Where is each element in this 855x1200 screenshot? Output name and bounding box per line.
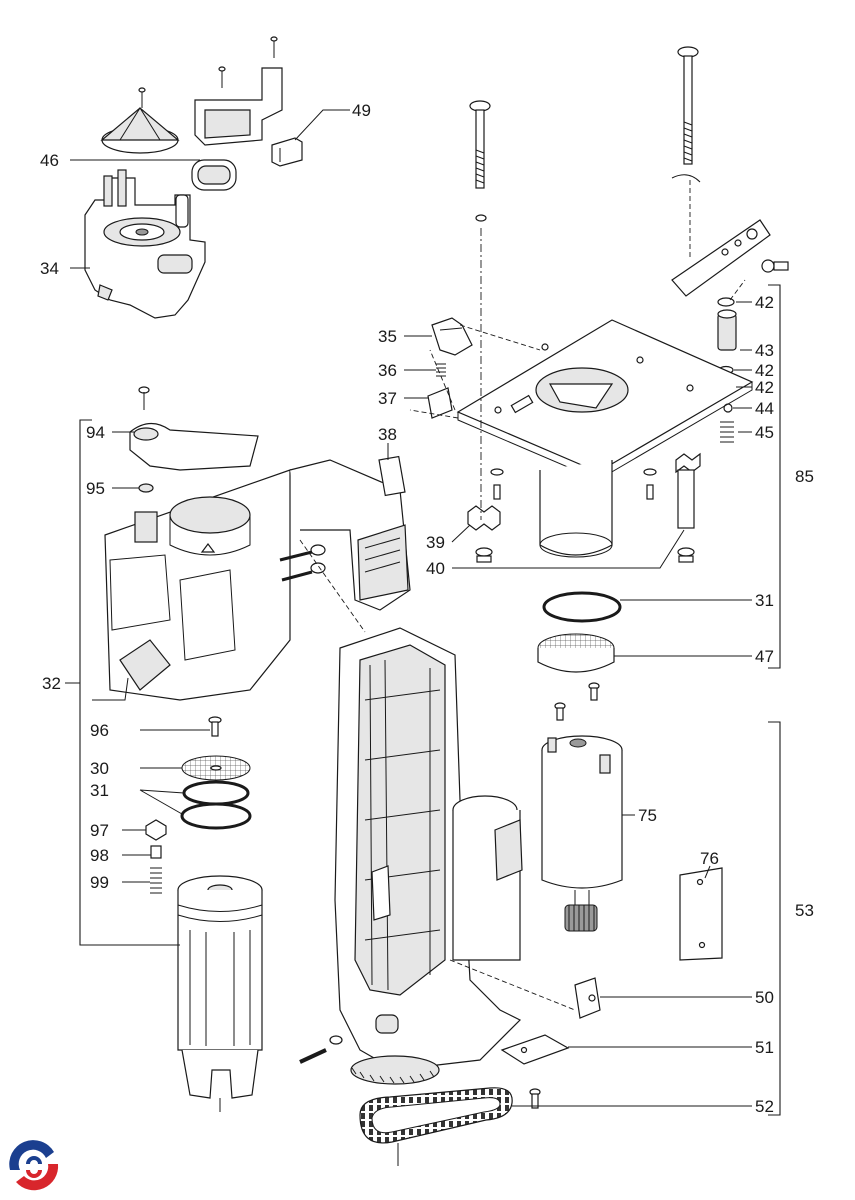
funnel-assembly: [84, 36, 303, 319]
leader-lines: [70, 109, 752, 1107]
callout-38: 38: [378, 425, 397, 444]
callout-46: 46: [40, 151, 59, 170]
callout-32: 32: [42, 674, 61, 693]
bracket-35: [431, 317, 473, 356]
callout-42: 42: [755, 361, 774, 380]
grinder-body: [84, 169, 206, 319]
bracket-32: [65, 419, 180, 946]
circuit-board: [679, 867, 723, 961]
housing-screws: [299, 1035, 343, 1064]
callout-53: 53: [795, 901, 814, 920]
callout-31: 31: [90, 781, 109, 800]
callout-52: 52: [755, 1097, 774, 1116]
mount-plate: [500, 1034, 570, 1109]
small-screw: [761, 259, 789, 273]
drive-motor: [541, 735, 623, 932]
callout-99: 99: [90, 873, 109, 892]
callout-44: 44: [755, 399, 774, 418]
o-ring-right: [542, 591, 622, 623]
callout-50: 50: [755, 988, 774, 1007]
screw: [138, 87, 146, 108]
star-gear-39: [467, 505, 501, 563]
plate-screws: [490, 468, 657, 500]
piston-assembly: [145, 716, 263, 1099]
callout-98: 98: [90, 846, 109, 865]
callout-35: 35: [378, 327, 397, 346]
base-plate-assembly: [456, 319, 754, 558]
sensor: [574, 977, 601, 1019]
callout-42: 42: [755, 378, 774, 397]
callout-96: 96: [90, 721, 109, 740]
callout-37: 37: [378, 389, 397, 408]
long-bolt-left: [469, 100, 491, 222]
frame-screws: [279, 544, 326, 582]
clip-37: [427, 387, 453, 419]
spring-36: [436, 363, 446, 377]
callout-45: 45: [755, 423, 774, 442]
valve-stack: [717, 297, 737, 443]
long-bolt-right: [671, 46, 701, 183]
callout-36: 36: [378, 361, 397, 380]
brew-unit-frame: [104, 386, 411, 701]
callout-94: 94: [86, 423, 105, 442]
center-housing: [299, 627, 576, 1085]
callout-30: 30: [90, 759, 109, 778]
upper-bracket: [194, 36, 283, 146]
swirl-logo-icon: [6, 1138, 62, 1194]
callout-47: 47: [755, 647, 774, 666]
seal-ring: [191, 159, 237, 191]
callout-40: 40: [426, 559, 445, 578]
callout-labels: 49 46 34 42 43 42 42 44 45 85 35 36 37 3…: [40, 101, 814, 1116]
callout-43: 43: [755, 341, 774, 360]
callout-75: 75: [638, 806, 657, 825]
toothed-belt: [359, 1087, 513, 1144]
bracket-85: [768, 284, 781, 669]
callout-31: 31: [755, 591, 774, 610]
clip: [271, 137, 303, 167]
callout-97: 97: [90, 821, 109, 840]
callout-42: 42: [755, 293, 774, 312]
callout-51: 51: [755, 1038, 774, 1057]
callout-76: 76: [700, 849, 719, 868]
star-gear-shaft: [675, 452, 701, 563]
metal-strip: [671, 219, 789, 297]
filter-47: [537, 633, 615, 721]
alignment-lines: [219, 180, 746, 1166]
callout-34: 34: [40, 259, 59, 278]
callout-85: 85: [795, 467, 814, 486]
bracket-53: [768, 721, 781, 1116]
callout-49: 49: [352, 101, 371, 120]
cone-distributor: [100, 107, 180, 154]
callout-95: 95: [86, 479, 105, 498]
callout-39: 39: [426, 533, 445, 552]
